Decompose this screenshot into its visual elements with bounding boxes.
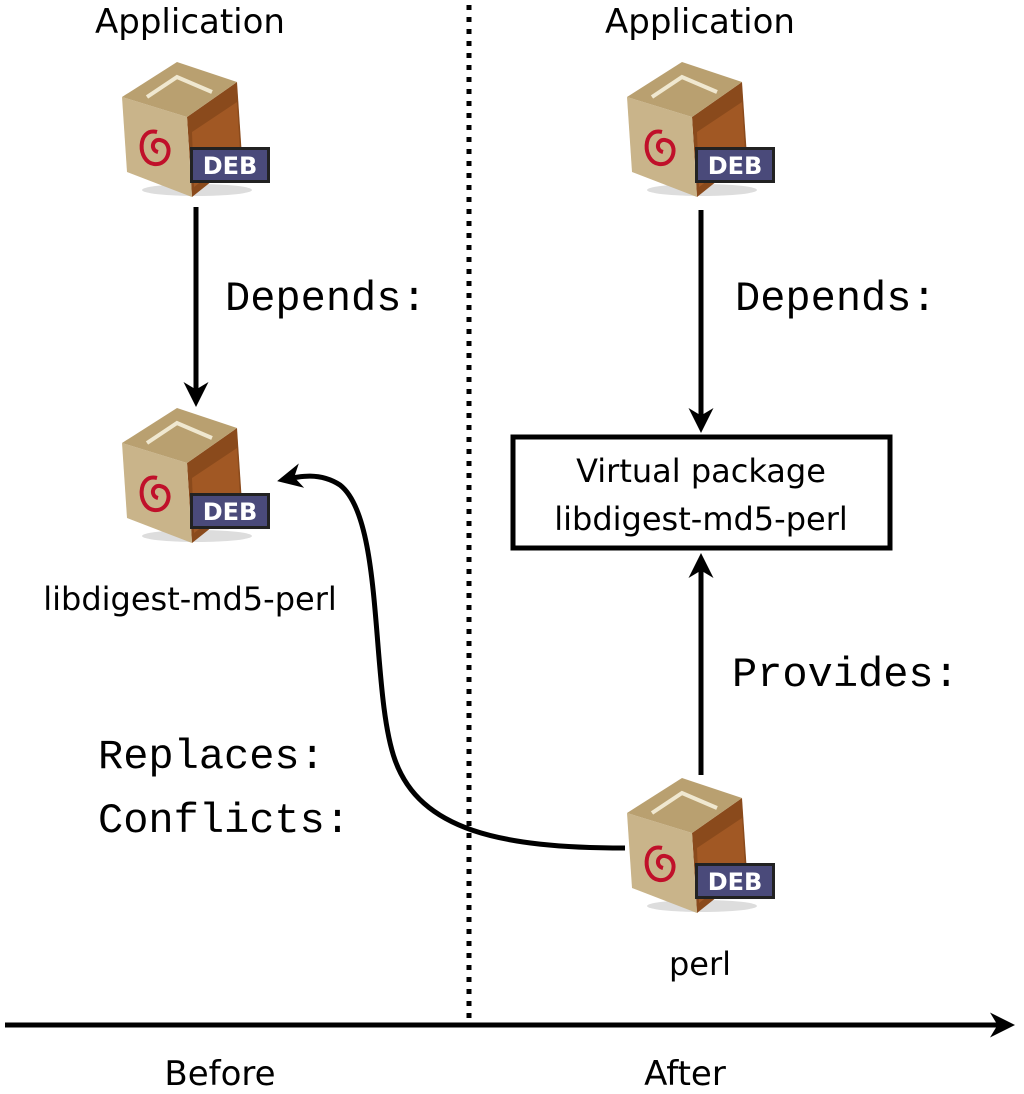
provides-label: Provides: bbox=[732, 651, 959, 699]
after-depends-label: Depends: bbox=[735, 275, 937, 323]
virtual-package-line2: libdigest-md5-perl bbox=[554, 500, 848, 538]
virtual-package-line1: Virtual package bbox=[576, 452, 826, 490]
deb-badge-text: DEB bbox=[203, 152, 258, 180]
before-package-label: libdigest-md5-perl bbox=[43, 580, 337, 618]
after-application-label: Application bbox=[605, 2, 795, 42]
conflicts-label: Conflicts: bbox=[98, 797, 350, 845]
before-application-label: Application bbox=[95, 2, 285, 42]
deb-badge-text: DEB bbox=[708, 152, 763, 180]
timeline-before-label: Before bbox=[164, 1054, 275, 1094]
timeline-after-label: After bbox=[644, 1054, 726, 1094]
before-depends-label: Depends: bbox=[225, 275, 427, 323]
replaces-conflicts-arrow bbox=[277, 463, 626, 851]
replaces-label: Replaces: bbox=[98, 733, 325, 781]
virtual-package-box bbox=[510, 434, 893, 551]
deb-badge-text: DEB bbox=[708, 868, 763, 896]
after-package-label: perl bbox=[669, 945, 731, 983]
deb-badge-text: DEB bbox=[203, 498, 258, 526]
